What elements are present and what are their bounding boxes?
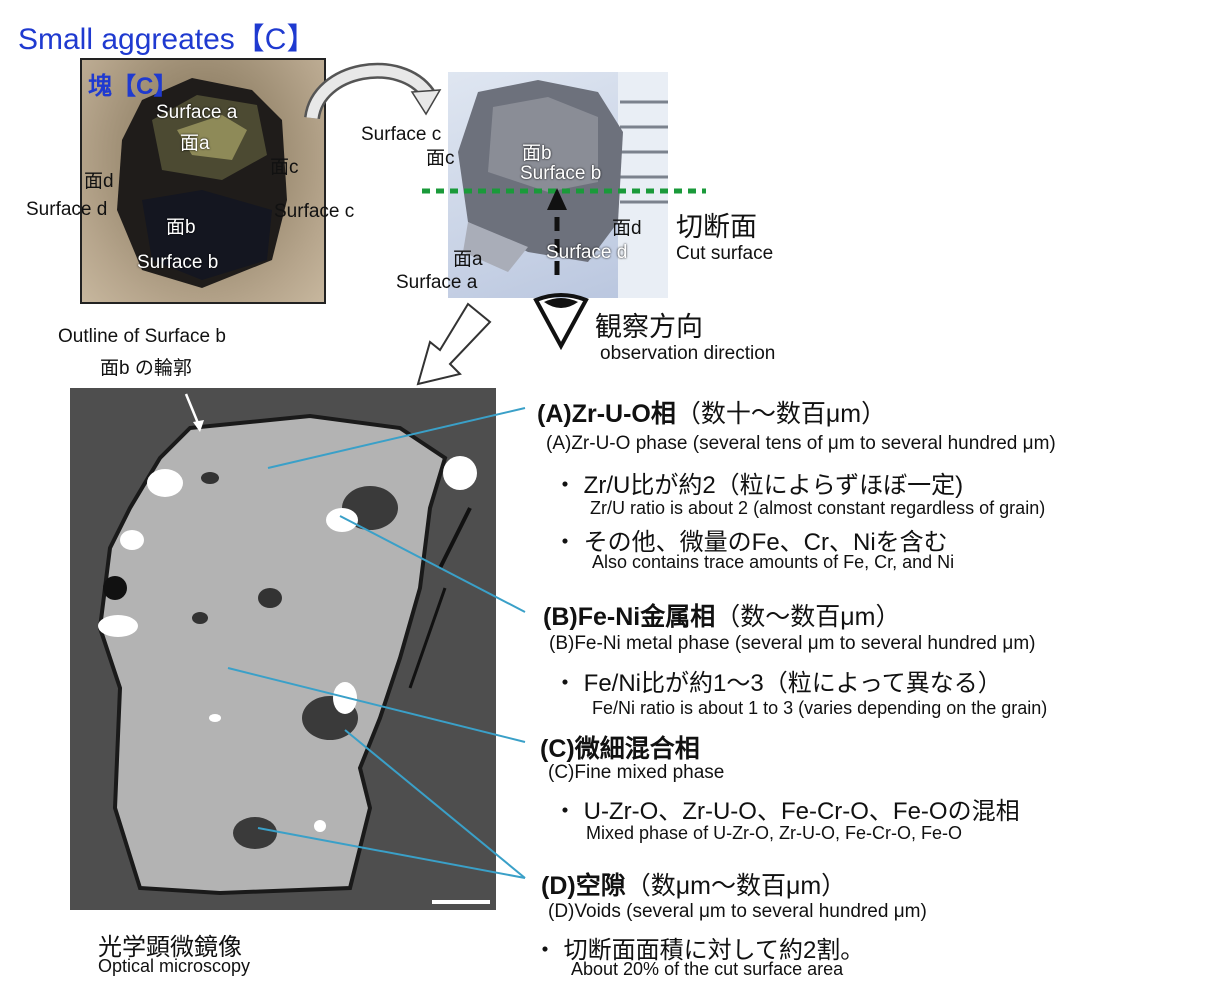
observation-direction-en: observation direction — [600, 343, 776, 364]
phase-c-heading: (C)微細混合相 — [540, 735, 700, 763]
photo2-surface-c-jp: 面c — [426, 148, 455, 169]
cut-surface-label-en: Cut surface — [676, 243, 774, 264]
outline-label-en: Outline of Surface b — [58, 326, 226, 347]
page-title: Small aggreates【C】 — [18, 23, 317, 56]
sample-tag: 塊【C】 — [88, 73, 178, 100]
photo2-surface-c-en: Surface c — [361, 124, 442, 145]
photo2-surface-b-jp: 面b — [522, 143, 552, 164]
photo1-surface-a-jp: 面a — [180, 133, 210, 154]
phase-b-bullet-1-en: Fe/Ni ratio is about 1 to 3 (varies depe… — [592, 698, 1048, 718]
phase-c-bullet-1-en: Mixed phase of U-Zr-O, Zr-U-O, Fe-Cr-O, … — [586, 823, 963, 843]
phase-a-bullet-2-en: Also contains trace amounts of Fe, Cr, a… — [592, 552, 955, 572]
outline-pointer-arrow — [184, 393, 204, 432]
photo1-surface-a-en: Surface a — [156, 102, 238, 123]
observation-direction-jp: 観察方向 — [595, 312, 703, 342]
phase-a-heading: (A)Zr-U-O相（数十～数百μm） — [537, 400, 887, 428]
phase-a-bullet-2: ・ その他、微量のFe、Cr、Niを含む — [553, 529, 948, 556]
photo1-surface-d-jp: 面d — [84, 171, 114, 192]
sample-rock-illustration — [117, 78, 287, 288]
photo2-surface-a-jp: 面a — [453, 249, 483, 270]
photo1-surface-b-jp: 面b — [166, 217, 196, 238]
phase-d-subtitle: (D)Voids (several μm to several hundred … — [548, 901, 927, 922]
outline-label-jp: 面b の輪郭 — [100, 358, 192, 379]
cut-line-and-arrow — [422, 188, 706, 275]
photo1-surface-b-en: Surface b — [137, 252, 219, 273]
phase-b-heading: (B)Fe-Ni金属相（数～数百μm） — [543, 603, 901, 631]
micro-caption-en: Optical microscopy — [98, 956, 251, 976]
phase-b-subtitle: (B)Fe-Ni metal phase (several μm to seve… — [549, 633, 1036, 654]
phase-d-bullet-1-en: About 20% of the cut surface area — [571, 959, 844, 979]
phase-d-heading: (D)空隙（数μm～数百μm） — [541, 872, 847, 900]
photo1-surface-c-jp: 面c — [270, 157, 299, 178]
phase-b-bullet-1: ・ Fe/Ni比が約1～3（粒によって異なる） — [553, 670, 1002, 697]
phase-a-subtitle: (A)Zr-U-O phase (several tens of μm to s… — [546, 433, 1056, 454]
cut-view-illustration — [458, 72, 668, 298]
cut-surface-label-jp: 切断面 — [676, 212, 757, 242]
photo2-surface-a-en: Surface a — [396, 272, 478, 293]
phase-d-bullet-1: ・ 切断面面積に対して約2割。 — [533, 937, 865, 964]
photo1-surface-d-en: Surface d — [26, 199, 108, 220]
down-arrow-icon — [416, 302, 492, 386]
optical-microscopy-image — [70, 388, 496, 910]
sample-photo — [80, 58, 326, 304]
eye-icon — [533, 293, 589, 350]
cut-view-photo — [448, 72, 668, 298]
phase-c-subtitle: (C)Fine mixed phase — [548, 762, 725, 783]
photo2-surface-d-jp: 面d — [612, 218, 642, 239]
micro-caption-jp: 光学顕微鏡像 — [98, 934, 242, 961]
phase-a-bullet-1-en: Zr/U ratio is about 2 (almost constant r… — [590, 498, 1046, 518]
photo2-surface-b-en: Surface b — [520, 163, 602, 184]
phase-a-bullet-1: ・ Zr/U比が約2（粒によらずほぼ一定) — [553, 472, 964, 499]
photo1-surface-c-en: Surface c — [274, 201, 355, 222]
rotate-arrow-icon — [304, 62, 442, 120]
phase-c-bullet-1: ・ U-Zr-O、Zr-U-O、Fe-Cr-O、Fe-Oの混相 — [553, 798, 1020, 825]
photo2-surface-d-en: Surface d — [546, 242, 628, 263]
